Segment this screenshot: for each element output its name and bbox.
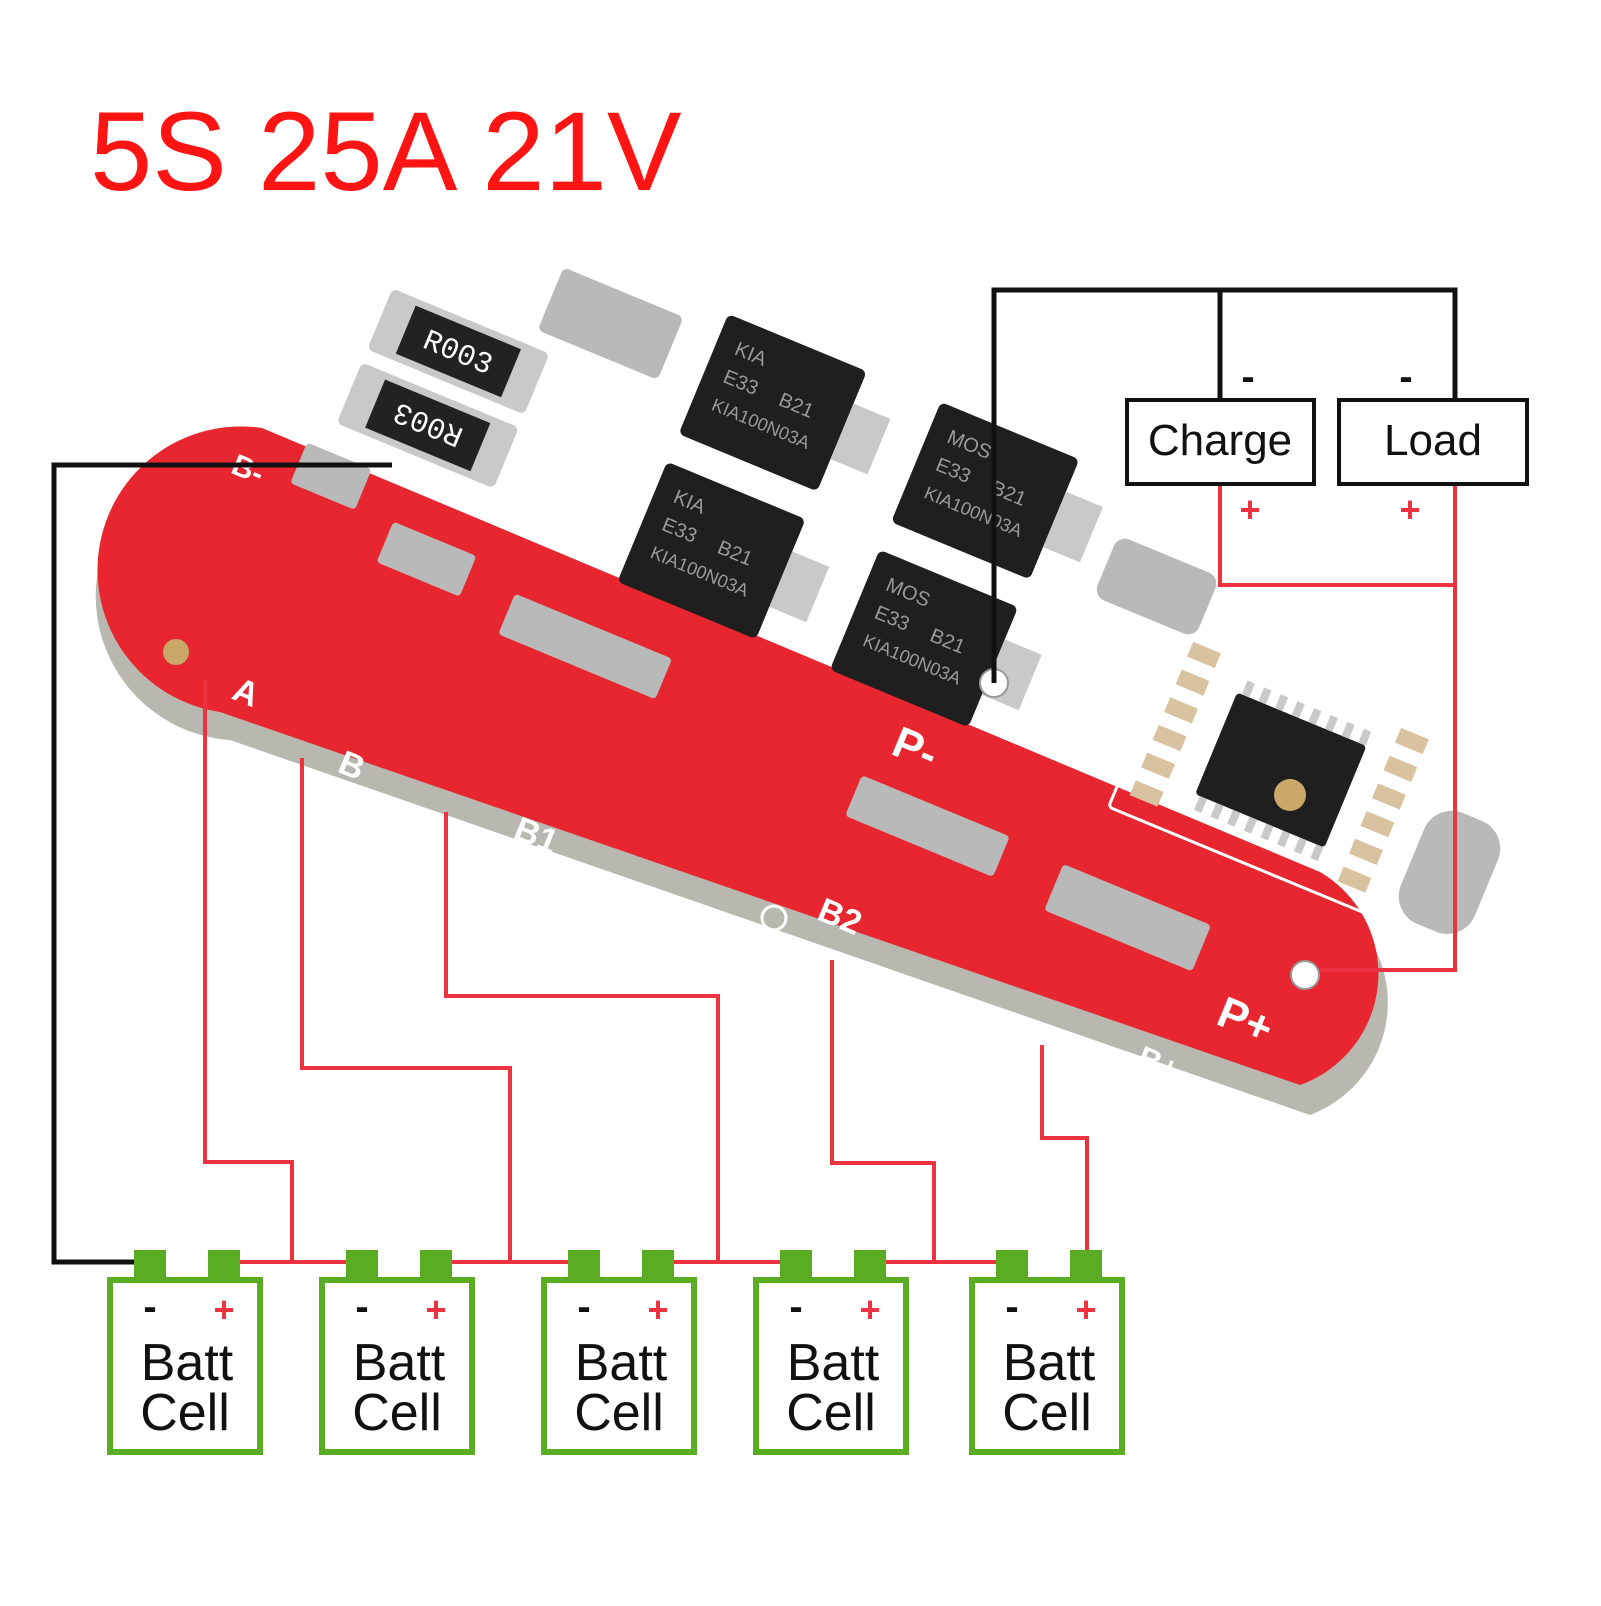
wire-tap-a: [203, 680, 294, 1262]
board-surface: [97, 426, 1379, 1085]
cell-label-line2: Cell: [574, 1384, 664, 1442]
wire-pminus: [991, 287, 1458, 683]
mount-hole: [163, 639, 189, 665]
page-title: 5S 25A 21V: [90, 89, 682, 214]
wires: [51, 287, 1458, 1265]
pad-bplus: [1045, 865, 1210, 971]
cell-body: [969, 1277, 1125, 1455]
mosfet-3: KIA E33 B21 KIA100N03A: [619, 463, 830, 638]
cell-label-line2: Cell: [140, 1384, 230, 1442]
cell-terminal-negative: [134, 1250, 166, 1280]
cell-label-line2: Cell: [786, 1384, 876, 1442]
cell-plus-label: +: [1075, 1289, 1096, 1330]
cell-terminal-negative: [996, 1250, 1028, 1280]
cell-label-line1: Batt: [787, 1334, 880, 1392]
cell-label-line2: Cell: [1002, 1384, 1092, 1442]
cell-body: [107, 1277, 263, 1455]
cell-terminal-negative: [346, 1250, 378, 1280]
wire-tap-b1: [444, 812, 720, 1262]
cell-plus-label: +: [859, 1289, 880, 1330]
cell-plus-label: +: [647, 1289, 668, 1330]
cell-label-line1: Batt: [141, 1334, 234, 1392]
cell-terminal-positive: [854, 1250, 886, 1280]
charge-plus: +: [1239, 489, 1260, 530]
wire-pplus: [1320, 485, 1457, 972]
charge-label: Charge: [1148, 416, 1292, 465]
cell-plus-label: +: [425, 1289, 446, 1330]
pad-bminus: [539, 269, 682, 379]
cell-terminal-negative: [780, 1250, 812, 1280]
cell-body: [753, 1277, 909, 1455]
pad-b2: [846, 776, 1009, 876]
charge-minus: -: [1241, 355, 1254, 399]
wire-bminus: [51, 462, 392, 1265]
cell-terminal-positive: [420, 1250, 452, 1280]
cell-terminal-negative: [568, 1250, 600, 1280]
cell-plus-label: +: [213, 1289, 234, 1330]
protection-ic: [1108, 621, 1454, 919]
charge-box: Charge - +: [1125, 355, 1316, 530]
load-plus: +: [1399, 489, 1420, 530]
cell-minus-label: -: [789, 1285, 802, 1329]
cell-minus-label: -: [355, 1285, 368, 1329]
load-minus: -: [1399, 355, 1412, 399]
wire-charge-plus: [1218, 485, 1455, 587]
shunt-resistor-2: R003: [338, 364, 518, 487]
bms-board: R003 R003 KIA E33 B21 KIA100N03A MOS E33: [95, 269, 1501, 1115]
cell-minus-label: -: [143, 1285, 156, 1329]
cell-label-line1: Batt: [575, 1334, 668, 1392]
wire-tap-b: [300, 758, 512, 1262]
pad-pminus: [1096, 538, 1217, 635]
pad-b: [377, 522, 476, 596]
pplus-hole: [1290, 960, 1320, 990]
cell-minus-label: -: [577, 1285, 590, 1329]
led-pad: [1274, 779, 1306, 811]
load-label: Load: [1384, 416, 1482, 465]
pad-pplus: [1398, 810, 1501, 934]
cell-terminal-positive: [1070, 1250, 1102, 1280]
cell-terminal-positive: [208, 1250, 240, 1280]
wire-tap-bplus: [1040, 1045, 1089, 1250]
cell-terminal-positive: [642, 1250, 674, 1280]
cell-label-line1: Batt: [1003, 1334, 1096, 1392]
pad-a: [291, 443, 371, 509]
wire-tap-b2: [830, 960, 936, 1262]
load-box: Load - +: [1337, 355, 1529, 530]
mosfet-4: MOS E33 B21 KIA100N03A: [831, 551, 1042, 726]
cell-label-line2: Cell: [352, 1384, 442, 1442]
cell-body: [541, 1277, 697, 1455]
registered-mark: [760, 904, 788, 932]
battery-cells: -+BattCell-+BattCell-+BattCell-+BattCell…: [107, 1250, 1125, 1455]
cell-minus-label: -: [1005, 1285, 1018, 1329]
mosfet-1: KIA E33 B21 KIA100N03A: [680, 315, 891, 490]
pad-b1: [499, 594, 671, 699]
cell-body: [319, 1277, 475, 1455]
cell-label-line1: Batt: [353, 1334, 446, 1392]
mosfet-2: MOS E33 B21 KIA100N03A: [892, 403, 1103, 578]
shunt-resistor-1: R003: [369, 290, 548, 413]
